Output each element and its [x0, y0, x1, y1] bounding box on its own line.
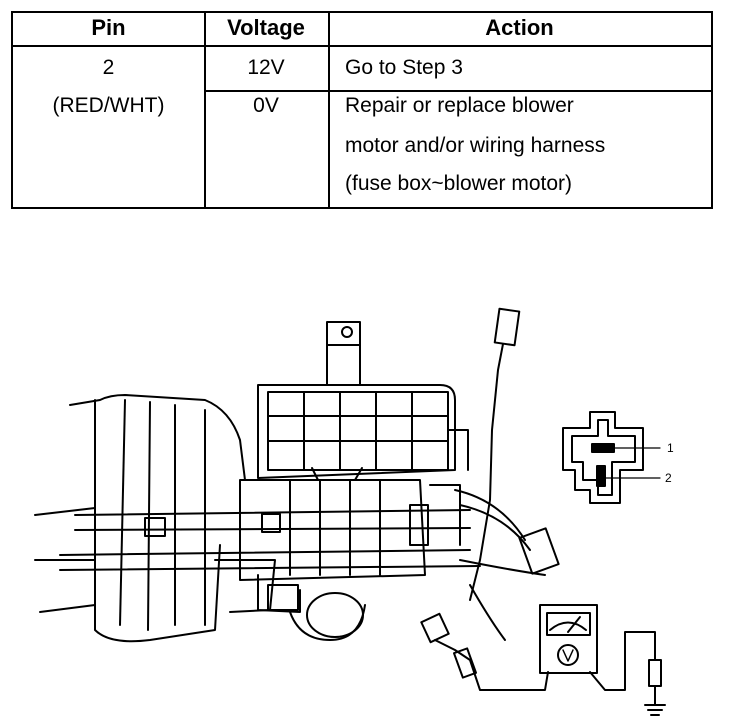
- header-action: Action: [485, 15, 554, 40]
- blower-motor: [239, 479, 426, 641]
- action-repair-line-3: (fuse box~blower motor): [345, 172, 573, 195]
- blower-motor-test-diagram: 1 2: [34, 307, 674, 716]
- header-pin: Pin: [91, 15, 126, 40]
- action-repair-line-1: Repair or replace blower: [345, 94, 574, 117]
- blower-connector: [454, 489, 560, 576]
- voltage-12v: 12V: [247, 56, 285, 79]
- header-voltage: Voltage: [227, 15, 305, 40]
- blower-housing: [34, 394, 276, 643]
- table-header-row: Pin Voltage Action: [13, 13, 711, 47]
- column-divider: [204, 13, 206, 207]
- connector-pin-2-label: 2: [665, 471, 672, 485]
- voltage-check-table: Pin Voltage Action 2 (RED/WHT) 12V Go to…: [11, 11, 713, 209]
- voltmeter: [539, 604, 598, 674]
- action-repair-line-2: motor and/or wiring harness: [345, 134, 606, 157]
- connector-pin-1-label: 1: [667, 441, 674, 455]
- row-divider: [204, 90, 711, 92]
- duct-tubes: [59, 484, 481, 571]
- voltage-0v: 0V: [253, 94, 279, 117]
- air-intake-box: [257, 384, 469, 481]
- connector-face-view: [562, 411, 661, 504]
- pin-number: 2: [102, 56, 115, 79]
- action-go-to-step: Go to Step 3: [345, 56, 463, 79]
- harness-connector: [469, 307, 521, 601]
- mounting-bracket: [326, 321, 361, 386]
- pin-wire-color: (RED/WHT): [52, 94, 165, 117]
- column-divider: [328, 13, 330, 207]
- test-leads: [420, 584, 666, 716]
